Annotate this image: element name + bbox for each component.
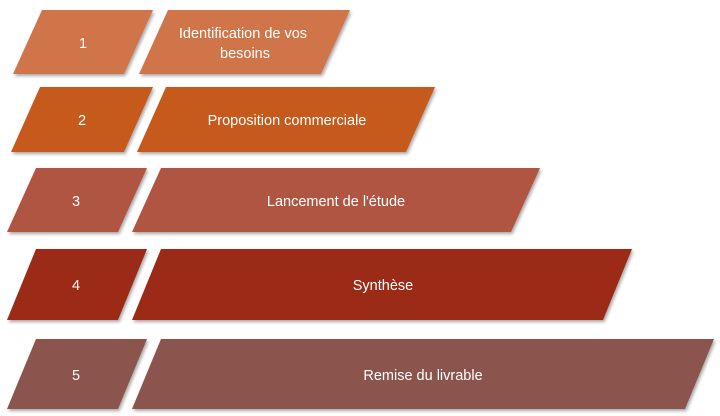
step-3-label: Lancement de l'étude [267, 194, 405, 210]
step-5-number: 5 [72, 368, 80, 384]
step-2: 2 Proposition commerciale [11, 87, 435, 152]
step-5: 5 Remise du livrable [7, 339, 714, 409]
step-4-number-box [7, 249, 147, 320]
step-1-label: Identification de vos besoins [179, 26, 311, 62]
step-4-label: Synthèse [353, 278, 413, 294]
step-3-number-box [7, 168, 147, 232]
step-4-number: 4 [72, 278, 80, 294]
step-2-number-box [11, 87, 153, 152]
step-1-number: 1 [79, 36, 87, 52]
step-3-number: 3 [72, 194, 80, 210]
step-5-label-box [132, 339, 714, 409]
step-4-label-box [132, 249, 632, 320]
step-2-number: 2 [78, 113, 86, 129]
step-1-number-box [13, 10, 153, 74]
step-3-label-box [132, 168, 540, 232]
step-1-label-box [139, 10, 350, 74]
step-2-label: Proposition commerciale [208, 113, 367, 129]
step-2-label-box [137, 87, 435, 152]
step-5-number-box [7, 339, 147, 409]
step-1: 1 Identification de vos besoins [13, 10, 350, 74]
step-4: 4 Synthèse [7, 249, 632, 320]
step-3: 3 Lancement de l'étude [7, 168, 540, 232]
step-5-label: Remise du livrable [363, 368, 482, 384]
